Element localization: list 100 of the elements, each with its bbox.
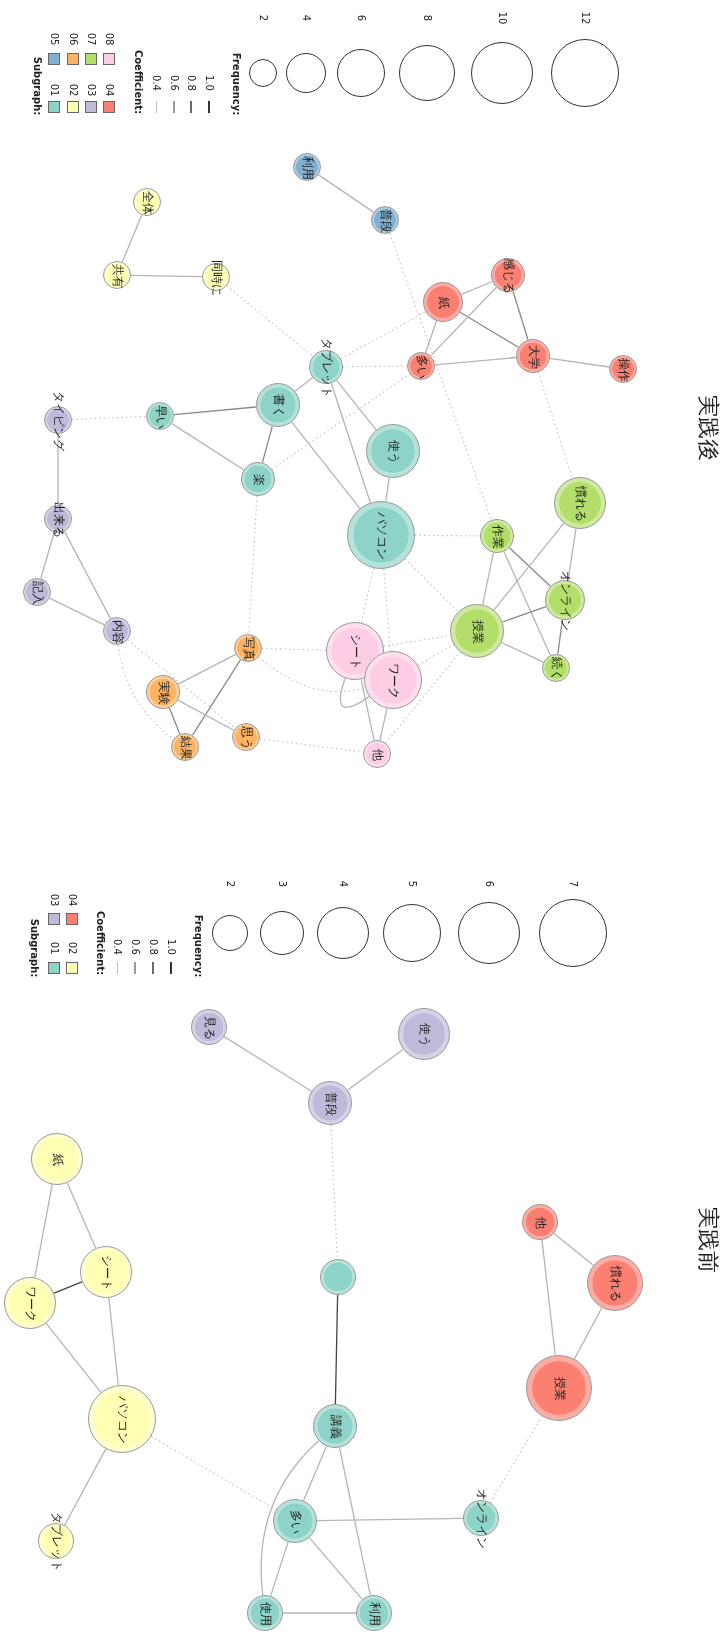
word-label: シート — [101, 1255, 113, 1291]
legend-label: 3 — [277, 880, 287, 888]
legend-label: 1.0 — [204, 75, 214, 91]
word-label: 慣れる — [575, 486, 587, 522]
co-occurrence-line — [549, 357, 610, 368]
co-occurrence-line — [71, 415, 147, 421]
legend-label: 12 — [580, 11, 590, 25]
word-label: 大学 — [528, 345, 540, 369]
co-occurrence-line — [177, 653, 237, 685]
word-label: 実験 — [158, 681, 170, 705]
co-occurrence-line — [460, 280, 493, 295]
word-label: タイピング — [53, 391, 65, 451]
co-occurrence-line — [424, 320, 438, 354]
word-label: 多い — [290, 1510, 302, 1534]
word-circle — [356, 1595, 392, 1631]
word-label: 続く — [551, 657, 563, 681]
word-circle — [273, 1499, 317, 1543]
co-occurrence-line — [330, 1124, 338, 1260]
co-occurrence-line — [294, 376, 314, 392]
word-circle — [23, 578, 51, 606]
co-occurrence-line — [260, 1440, 320, 1596]
word-label: 書く — [273, 394, 285, 418]
word-label: 作業 — [492, 525, 504, 549]
word-label: 使う — [388, 440, 400, 464]
network-title: 実践前 — [697, 1207, 719, 1273]
word-label: オンライン — [560, 571, 572, 631]
word-circle — [4, 1277, 56, 1329]
co-occurrence-line — [45, 1322, 102, 1394]
co-occurrence-line — [537, 371, 573, 479]
word-label: 共有 — [112, 264, 124, 288]
legend-label: 8 — [422, 14, 432, 22]
co-occurrence-line — [481, 551, 495, 606]
co-occurrence-line — [508, 547, 552, 587]
legend-label: 0.8 — [148, 939, 158, 955]
word-label: 講義 — [330, 1415, 342, 1439]
co-occurrence-line — [459, 311, 520, 348]
word-label: 他 — [535, 1217, 547, 1229]
legend-label: 2 — [258, 14, 268, 22]
co-occurrence-line — [338, 1446, 371, 1597]
word-label: 同時に — [211, 260, 223, 296]
word-label: 普段 — [380, 209, 392, 233]
word-label: 出来る — [53, 502, 65, 538]
co-occurrence-line — [360, 567, 375, 624]
word-circle — [363, 740, 391, 768]
word-label: 利用 — [302, 156, 314, 180]
co-occurrence-line — [248, 495, 258, 635]
legend-label: 1.0 — [166, 939, 176, 955]
word-circle — [542, 654, 570, 682]
word-circle — [313, 1404, 357, 1448]
co-occurrence-line — [383, 568, 392, 652]
co-occurrence-line — [48, 597, 106, 626]
word-circle — [232, 723, 260, 751]
word-circle — [407, 352, 435, 380]
legend-title: Frequency: — [193, 914, 203, 978]
co-occurrence-line — [269, 1541, 289, 1597]
word-label: 使用 — [260, 1602, 272, 1626]
word-label: 操作 — [618, 358, 630, 382]
word-circle — [171, 733, 199, 761]
word-circle — [103, 261, 131, 289]
word-label: 全体 — [142, 191, 154, 215]
legend-label: 0.4 — [151, 75, 161, 91]
co-occurrence-line — [63, 530, 112, 620]
word-circle — [609, 355, 637, 383]
legend-label: 01 — [49, 83, 59, 97]
word-label: 記入 — [32, 581, 44, 605]
legend-label: 2 — [225, 880, 235, 888]
word-label: 楽 — [253, 474, 265, 486]
co-occurrence-line — [177, 699, 235, 731]
legend-title: Subgraph: — [32, 56, 42, 116]
co-occurrence-line — [291, 421, 361, 510]
co-occurrence-line — [503, 550, 551, 656]
co-occurrence-line — [308, 1537, 363, 1600]
legend-label: 5 — [407, 880, 417, 888]
co-occurrence-line — [434, 356, 517, 366]
word-label: オンライン — [476, 1489, 488, 1549]
word-label: 紙 — [52, 1154, 64, 1166]
word-circle — [480, 519, 514, 553]
word-label: 授業 — [472, 620, 484, 644]
co-occurrence-line — [108, 1297, 119, 1386]
co-occurrence-line — [261, 425, 273, 464]
word-label: 内容 — [112, 620, 124, 644]
co-occurrence-line — [334, 1294, 339, 1405]
word-label: 紙 — [438, 297, 450, 309]
legend-label: 02 — [68, 83, 78, 97]
legend-label: 07 — [86, 32, 96, 46]
co-occurrence-line — [500, 641, 544, 663]
legend-label: 6 — [484, 880, 494, 888]
word-circle — [587, 1255, 643, 1311]
co-occurrence-line — [57, 433, 59, 506]
co-occurrence-line — [282, 1612, 357, 1614]
legend-label: 04 — [67, 893, 77, 907]
legend-label: 0.6 — [169, 75, 179, 91]
word-label: 多い — [416, 355, 428, 379]
word-label: パソコン — [117, 1396, 129, 1444]
co-occurrence-line — [340, 311, 427, 360]
legend-label: 10 — [497, 11, 507, 25]
network-title: 実践後 — [697, 395, 719, 461]
legend-label: 04 — [104, 83, 114, 97]
co-occurrence-line — [541, 1239, 556, 1356]
legend-label: 0.8 — [186, 75, 196, 91]
